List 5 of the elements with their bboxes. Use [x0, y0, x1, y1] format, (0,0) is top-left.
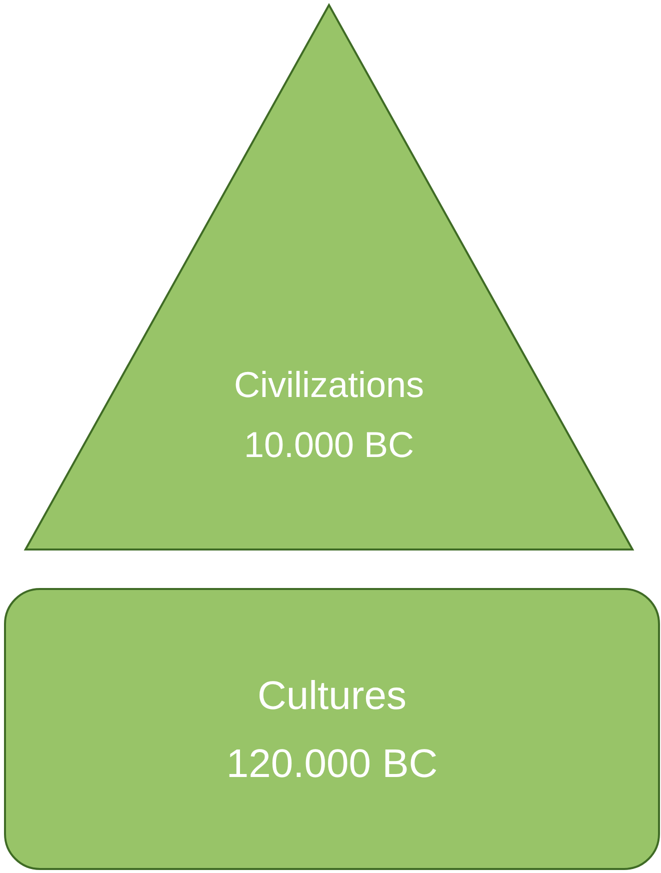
base-tier: [4, 588, 660, 870]
date-label: 10.000 BC: [244, 424, 414, 466]
date-label: 120.000 BC: [226, 742, 438, 787]
era-name: Civilizations: [234, 364, 424, 406]
era-name: Cultures: [258, 674, 406, 719]
